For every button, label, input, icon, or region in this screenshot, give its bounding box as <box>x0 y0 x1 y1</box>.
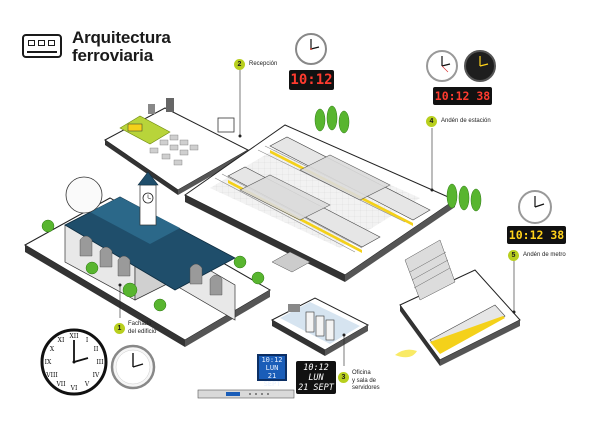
reception-clock-icon <box>295 33 327 65</box>
station-platform-area <box>184 105 482 282</box>
section-4-badge: 4 <box>426 116 437 127</box>
metro-platform-area <box>395 239 521 366</box>
office-lcd-time: 10:12 <box>261 356 283 364</box>
office-panel-time: 10:12 <box>303 363 329 373</box>
wall-clock-icon <box>110 344 156 390</box>
reception-area <box>104 98 250 195</box>
platform-clock-white-icon <box>426 50 458 82</box>
platform-clock-black-icon <box>464 50 496 82</box>
svg-text:IX: IX <box>45 359 52 366</box>
svg-text:II: II <box>94 346 99 353</box>
rack-unit-icon <box>197 389 295 399</box>
svg-text:XI: XI <box>58 337 65 344</box>
section-5-label: Andén de metro <box>523 252 566 258</box>
metro-clock-icon <box>518 190 552 224</box>
reception-digital-clock: 10:12 <box>289 70 334 90</box>
svg-text:VIII: VIII <box>45 372 58 379</box>
train-logo-icon <box>22 34 62 58</box>
section-4-label: Andén de estación <box>441 118 491 124</box>
title-line-2: ferroviaria <box>72 46 153 65</box>
svg-text:III: III <box>96 359 104 366</box>
detail-magnifier-icon <box>65 176 103 214</box>
svg-text:X: X <box>50 346 55 353</box>
metro-digital-clock: 10:12 38 <box>507 226 566 244</box>
svg-text:I: I <box>86 337 89 344</box>
section-3-badge: 3 <box>338 372 349 383</box>
office-lcd-date: 21 SEPT <box>263 372 281 388</box>
office-wall-display: 10:12 LUN 21 SEPT <box>296 361 336 394</box>
title-line-1: Arquitectura <box>72 28 171 47</box>
svg-text:VI: VI <box>70 385 78 392</box>
section-5-badge: 5 <box>508 250 519 261</box>
section-1-label: Fachada del edificio <box>128 321 157 335</box>
office-panel-date: 21 SEPT <box>298 383 334 393</box>
section-2-label: Recepción <box>249 61 278 67</box>
office-panel-day: LUN <box>308 373 324 383</box>
svg-text:VII: VII <box>55 381 66 388</box>
station-building <box>23 171 271 347</box>
platform-digital-clock: 10:12 38 <box>433 87 492 105</box>
office-lcd-display: 10:12 LUN 21 SEPT <box>257 354 287 388</box>
office-lcd-day: LUN <box>265 364 279 372</box>
office-server-room <box>270 297 370 356</box>
svg-text:V: V <box>84 381 90 388</box>
section-1-badge: 1 <box>114 323 125 334</box>
svg-text:XII: XII <box>69 333 79 340</box>
svg-text:IV: IV <box>93 372 100 379</box>
section-2-badge: 2 <box>234 59 245 70</box>
page-title: Arquitectura ferroviaria <box>72 29 171 65</box>
section-3-label: Oficina y sala de servidores <box>352 370 380 391</box>
